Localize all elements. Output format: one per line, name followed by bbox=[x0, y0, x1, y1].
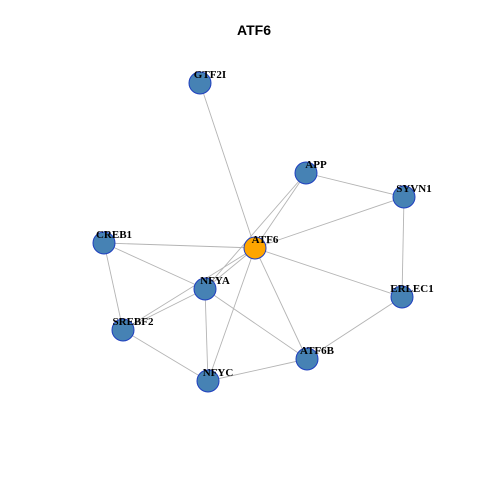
edge-creb1-srebf2 bbox=[103, 242, 124, 331]
node-label: GTF2I bbox=[194, 69, 226, 81]
node-label: SREBF2 bbox=[113, 316, 154, 328]
node-atf6[interactable]: ATF6 bbox=[243, 234, 279, 260]
node-circle[interactable] bbox=[295, 347, 319, 371]
node-circle[interactable] bbox=[390, 285, 414, 309]
node-label: CREB1 bbox=[96, 229, 132, 241]
edge-nfya-atf6b bbox=[204, 288, 308, 360]
edge-app-syvn1 bbox=[305, 172, 405, 198]
node-label: APP bbox=[305, 159, 327, 171]
node-circle[interactable] bbox=[294, 161, 318, 185]
node-label: ERLEC1 bbox=[390, 283, 433, 295]
edge-atf6-creb1 bbox=[103, 242, 256, 249]
node-circle[interactable] bbox=[92, 231, 116, 255]
node-nfya[interactable]: NFYA bbox=[193, 275, 230, 301]
node-srebf2[interactable]: SREBF2 bbox=[111, 316, 154, 342]
node-circle[interactable] bbox=[392, 185, 416, 209]
edge-atf6-gtf2i bbox=[199, 82, 256, 249]
node-syvn1[interactable]: SYVN1 bbox=[392, 183, 432, 209]
edge-atf6-atf6b bbox=[254, 247, 308, 360]
edge-atf6-nfyc bbox=[207, 247, 256, 382]
diagram-title: ATF6 bbox=[237, 22, 271, 38]
node-app[interactable]: APP bbox=[294, 159, 327, 185]
node-circle[interactable] bbox=[196, 369, 220, 393]
node-circle[interactable] bbox=[188, 71, 212, 95]
edge-app-nfya bbox=[204, 172, 307, 290]
edge-atf6-syvn1 bbox=[254, 196, 405, 249]
edge-nfyc-atf6b bbox=[207, 358, 308, 382]
node-nfyc[interactable]: NFYC bbox=[196, 367, 234, 393]
node-label: NFYC bbox=[203, 367, 234, 379]
node-gtf2i[interactable]: GTF2I bbox=[188, 69, 226, 95]
node-label: SYVN1 bbox=[396, 183, 431, 195]
edge-srebf2-nfyc bbox=[122, 329, 209, 382]
node-label: ATF6 bbox=[252, 234, 279, 246]
node-creb1[interactable]: CREB1 bbox=[92, 229, 132, 255]
edge-syvn1-erlec1 bbox=[401, 196, 405, 298]
node-label: NFYA bbox=[200, 275, 230, 287]
edge-nfya-nfyc bbox=[204, 288, 209, 382]
node-circle[interactable] bbox=[243, 236, 267, 260]
node-atf6b[interactable]: ATF6B bbox=[295, 345, 335, 371]
node-circle[interactable] bbox=[111, 318, 135, 342]
edge-layer bbox=[103, 82, 405, 382]
node-label: ATF6B bbox=[300, 345, 335, 357]
edge-nfya-srebf2 bbox=[122, 288, 206, 331]
node-circle[interactable] bbox=[193, 277, 217, 301]
edge-atf6-srebf2 bbox=[122, 247, 256, 331]
node-erlec1[interactable]: ERLEC1 bbox=[390, 283, 434, 309]
edge-atf6-erlec1 bbox=[254, 247, 403, 298]
edge-atf6-app bbox=[254, 172, 307, 249]
edge-creb1-nfya bbox=[103, 242, 206, 290]
edge-atf6b-erlec1 bbox=[306, 296, 403, 360]
